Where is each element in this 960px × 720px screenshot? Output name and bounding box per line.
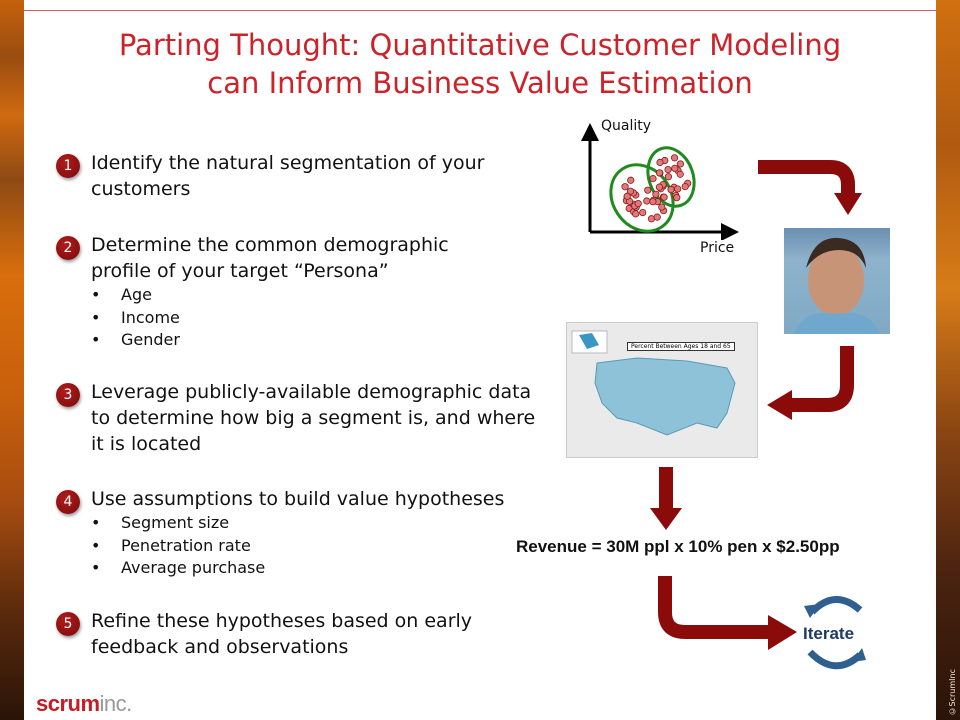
customer-point: [652, 190, 660, 198]
customer-point: [673, 194, 681, 202]
customer-point: [623, 192, 631, 200]
arrowhead-down: [834, 193, 862, 215]
bullet-item: Penetration rate: [91, 535, 556, 558]
persona-face-icon: [794, 237, 880, 334]
x-axis-label: Price: [700, 240, 735, 256]
customer-point: [658, 203, 666, 211]
bullet-item: Age: [91, 284, 556, 307]
title-line-2: can Inform Business Value Estimation: [207, 66, 753, 100]
bullet-item: Gender: [91, 329, 556, 352]
copyright: ©ScrumInc: [948, 668, 957, 715]
customer-point: [656, 158, 664, 167]
logo-part-2: inc.: [99, 691, 133, 716]
flow-arrow-1: [758, 160, 855, 195]
cycle-arrowhead: [804, 604, 820, 618]
step-text: Identify the natural segmentation of you…: [91, 152, 485, 200]
step-5: 5 Refine these hypotheses based on early…: [56, 608, 556, 660]
customer-point: [670, 154, 679, 162]
step-2: 2 Determine the common demographic profi…: [56, 232, 556, 352]
step-text: Use assumptions to build value hypothese…: [91, 488, 505, 510]
step-number-badge: 5: [56, 612, 80, 636]
step-number-badge: 2: [56, 236, 80, 260]
customer-point: [676, 170, 684, 178]
us-map-icon: [571, 330, 736, 436]
top-rule: [24, 10, 936, 11]
left-decor-strip: [0, 0, 24, 720]
step-1: 1 Identify the natural segmentation of y…: [56, 150, 556, 202]
customer-points: [621, 154, 692, 223]
map-title: Percent Between Ages 18 and 65: [627, 342, 735, 351]
step-number-badge: 3: [56, 383, 80, 407]
customer-point: [649, 175, 657, 183]
segment-ellipse: [609, 163, 675, 233]
flow-arrow-4: [658, 576, 770, 639]
step-text: Leverage publicly-available demographic …: [91, 381, 536, 455]
step-number-badge: 4: [56, 490, 80, 514]
customer-point: [627, 176, 635, 184]
bullet-item: Income: [91, 307, 556, 330]
step-3: 3 Leverage publicly-available demographi…: [56, 379, 556, 457]
title-line-1: Parting Thought: Quantitative Customer M…: [118, 28, 842, 62]
demographic-map: Percent Between Ages 18 and 65: [566, 322, 758, 458]
customer-point: [676, 160, 685, 168]
step-text: Determine the common demographic profile…: [91, 234, 449, 282]
customer-point: [621, 183, 629, 191]
persona-photo: [784, 228, 890, 334]
slide-title: Parting Thought: Quantitative Customer M…: [30, 26, 930, 102]
bullet-list: Segment size Penetration rate Average pu…: [91, 512, 556, 580]
customer-point: [644, 186, 652, 194]
segment-ellipse: [646, 146, 696, 208]
customer-point: [664, 165, 672, 174]
cycle-arrowhead: [852, 648, 866, 662]
bullet-item: Segment size: [91, 512, 556, 535]
scruminc-logo: scruminc.: [36, 691, 132, 717]
flow-arrow-2: [790, 346, 854, 412]
customer-point: [626, 187, 635, 195]
logo-part-1: scrum: [36, 691, 100, 716]
customer-point: [664, 173, 673, 181]
customer-point: [671, 164, 679, 172]
customer-point: [655, 169, 664, 177]
customer-point: [653, 213, 661, 221]
step-4: 4 Use assumptions to build value hypothe…: [56, 486, 556, 580]
customer-point: [674, 185, 682, 193]
customer-point: [634, 199, 642, 208]
step-text: Refine these hypotheses based on early f…: [91, 610, 473, 658]
bullet-list: Age Income Gender: [91, 284, 556, 352]
customer-point: [681, 182, 689, 191]
arrowhead-down: [650, 508, 682, 530]
arrowhead-right: [768, 615, 797, 650]
step-number-badge: 1: [56, 154, 80, 178]
customer-point: [660, 193, 668, 201]
iterate-label: Iterate: [803, 624, 855, 643]
right-decor-strip: [936, 0, 960, 720]
segmentation-scatter: [581, 123, 739, 240]
bullet-item: Average purchase: [91, 557, 556, 580]
arrowhead-left: [767, 390, 792, 420]
cycle-arrow-bottom: [807, 649, 863, 670]
revenue-formula: Revenue = 30M ppl x 10% pen x $2.50pp: [516, 537, 840, 556]
customer-point: [649, 198, 657, 206]
y-axis-label: Quality: [601, 118, 652, 134]
customer-point: [655, 183, 663, 191]
cycle-arrow-top: [809, 596, 863, 615]
customer-point: [639, 208, 647, 217]
